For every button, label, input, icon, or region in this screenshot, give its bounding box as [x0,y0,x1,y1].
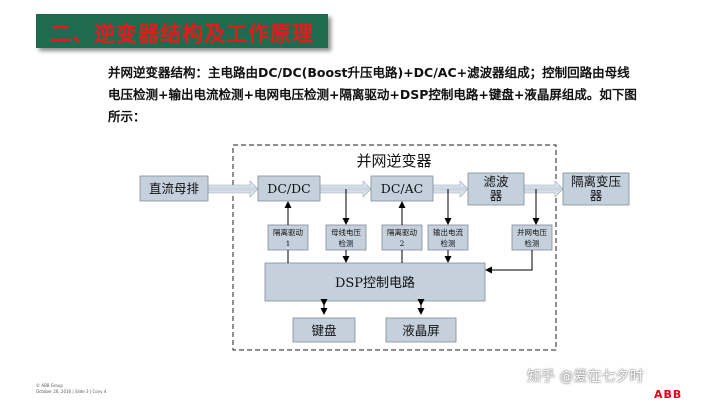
grid-voltage-label: 并网电压检测 [517,227,547,248]
lcd-label: 液晶屏 [402,323,440,338]
power-arrow [207,180,259,198]
dsp-label: DSP控制电路 [335,275,415,291]
dc-bus-block [139,175,209,202]
inverter-container [232,144,557,351]
abb-logo: ABB [654,388,683,401]
output-current-label: 输出电流检测 [433,227,463,248]
dsp-block [264,262,486,302]
dc-bus-label: 直流母排 [149,181,200,196]
bus-voltage-block [325,224,367,251]
footer-slide-info: October 26, 2016 | Slide 3 | Conv 4 [36,389,107,394]
power-flow-arrows [207,180,564,198]
slide-title: 二、逆变器结构及工作原理 [50,21,314,46]
description-text: 并网逆变器结构：主电路由DC/DC(Boost升压电路)+DC/AC+滤波器组成… [108,65,637,124]
description: 并网逆变器结构：主电路由DC/DC(Boost升压电路)+DC/AC+滤波器组成… [108,62,640,128]
dcac-block [370,175,434,202]
dcdc-block [257,175,321,202]
footer-copyright: © ABB Group [36,383,63,388]
bus-voltage-label: 母线电压检测 [331,227,361,248]
grid-volt-to-dsp-arrow [485,250,533,274]
driver1-block [267,224,309,251]
container-label: 并网逆变器 [356,152,431,170]
filter-label: 滤波器 [483,174,509,203]
isolation-transformer-block [562,172,630,206]
output-current-block [427,224,469,251]
title-bar: 二、逆变器结构及工作原理 [36,14,328,48]
keyboard-label: 键盘 [311,323,336,338]
dcdc-label: DC/DC [267,181,310,196]
dcac-label: DC/AC [381,181,423,196]
isolation-transformer-label: 隔离变压器 [571,174,621,203]
power-arrow [432,180,469,198]
watermark: 知乎 @爱在七夕时 [527,369,644,385]
lcd-block [385,317,457,343]
keyboard-block [292,317,356,343]
filter-block [467,172,525,206]
power-arrow [523,180,564,198]
